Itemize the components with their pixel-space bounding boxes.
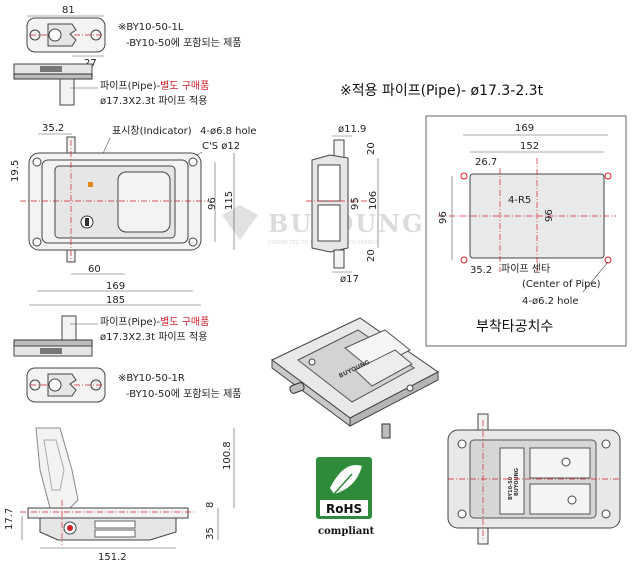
dim-17: ø17 bbox=[340, 274, 359, 285]
dim-96: 96 bbox=[207, 197, 218, 210]
back-code-label: BY10-50 bbox=[508, 476, 514, 500]
pipe-note-top-line1: 파이프(Pipe)-별도 구매품 bbox=[100, 80, 209, 92]
dim-20-bottom: 20 bbox=[366, 249, 377, 262]
leaf-icon bbox=[330, 464, 362, 494]
cutout-caption: 부착타공치수 bbox=[476, 319, 553, 335]
watermark-logo-icon bbox=[222, 205, 258, 240]
part-1l-label: ※BY10-50-1L bbox=[118, 22, 184, 33]
cutout-dim-96-center: 96 bbox=[544, 209, 555, 222]
side-view: ø11.9 20 95 106 20 ø17 bbox=[306, 124, 379, 285]
cutout-dim-96-left: 96 bbox=[438, 211, 449, 224]
dim-185: 185 bbox=[106, 295, 125, 306]
dim-35: 35 bbox=[205, 527, 216, 540]
applied-pipe-title: ※적용 파이프(Pipe)- ø17.3-2.3t bbox=[340, 83, 544, 99]
rohs-sub: compliant bbox=[318, 526, 375, 537]
part-1r-label: ※BY10-50-1R bbox=[118, 373, 185, 384]
dim-95: 95 bbox=[350, 197, 361, 210]
dim-100-8: 100.8 bbox=[222, 441, 233, 470]
dim-19-5: 19.5 bbox=[10, 160, 21, 182]
pipe-center-label: 파이프 센타 bbox=[501, 263, 550, 275]
pipe-side-view-top: 파이프(Pipe)-별도 구매품 ø17.3X2.3t 파이프 적용 bbox=[13, 63, 209, 107]
part-1r-sub: -BY10-50에 포함되는 제품 bbox=[126, 388, 242, 400]
dim-151-2: 151.2 bbox=[98, 552, 127, 563]
cutout-dim-35-2: 35.2 bbox=[470, 265, 492, 276]
pipe-side-view-bottom: 파이프(Pipe)-별도 구매품 ø17.3X2.3t 파이프 적용 bbox=[13, 315, 209, 357]
dim-11-9: ø11.9 bbox=[338, 124, 366, 135]
cutout-panel: 169 152 26.7 4-R5 96 96 35.2 파이프 센타 (Cen… bbox=[425, 115, 627, 347]
back-brand-label: BUYOUNG bbox=[514, 468, 520, 496]
cs-label: C'S ø12 bbox=[202, 141, 240, 152]
hole-label: 4-ø6.8 hole bbox=[200, 126, 257, 137]
cutout-dim-152: 152 bbox=[520, 141, 539, 152]
dim-60: 60 bbox=[88, 264, 101, 275]
cutout-hole-label: 4-ø6.2 hole bbox=[522, 296, 579, 307]
rohs-label: RoHS bbox=[326, 502, 362, 516]
dim-169: 169 bbox=[106, 281, 125, 292]
cutout-r5: 4-R5 bbox=[508, 195, 531, 206]
pipe-note-bottom-line2: ø17.3X2.3t 파이프 적용 bbox=[100, 331, 207, 343]
dim-106: 106 bbox=[368, 191, 379, 210]
front-view: 35.2 표시창(Indicator) 4-ø6.8 hole C'S ø12 … bbox=[10, 123, 257, 306]
dim-35-2: 35.2 bbox=[42, 123, 64, 134]
dim-8: 8 bbox=[205, 502, 216, 508]
dim-20-top: 20 bbox=[366, 142, 377, 155]
cutout-dim-169: 169 bbox=[515, 123, 534, 134]
dim-115: 115 bbox=[224, 191, 235, 210]
dim-81: 81 bbox=[62, 5, 75, 16]
part-1r-drawing: ※BY10-50-1R -BY10-50에 포함되는 제품 bbox=[26, 367, 242, 403]
rohs-badge: RoHS compliant bbox=[316, 457, 375, 537]
part-1l-drawing: 81 27 ※BY10-50-1L -BY10-50에 포함되는 제품 bbox=[26, 5, 242, 69]
dim-17-7: 17.7 bbox=[4, 508, 15, 530]
pipe-note-bottom-line1: 파이프(Pipe)-별도 구매품 bbox=[100, 316, 209, 328]
back-view: BY10-50 BUYOUNG bbox=[447, 413, 621, 545]
cutout-dim-26-7: 26.7 bbox=[475, 157, 497, 168]
part-1l-sub: -BY10-50에 포함되는 제품 bbox=[126, 37, 242, 49]
isometric-view: BUYOUNG bbox=[271, 317, 439, 439]
indicator-label: 표시창(Indicator) bbox=[112, 125, 192, 137]
pipe-note-top-line2: ø17.3X2.3t 파이프 적용 bbox=[100, 95, 207, 107]
pipe-center-en-label: (Center of Pipe) bbox=[522, 279, 601, 290]
profile-view: 100.8 8 35 17.7 151.2 bbox=[4, 427, 235, 563]
